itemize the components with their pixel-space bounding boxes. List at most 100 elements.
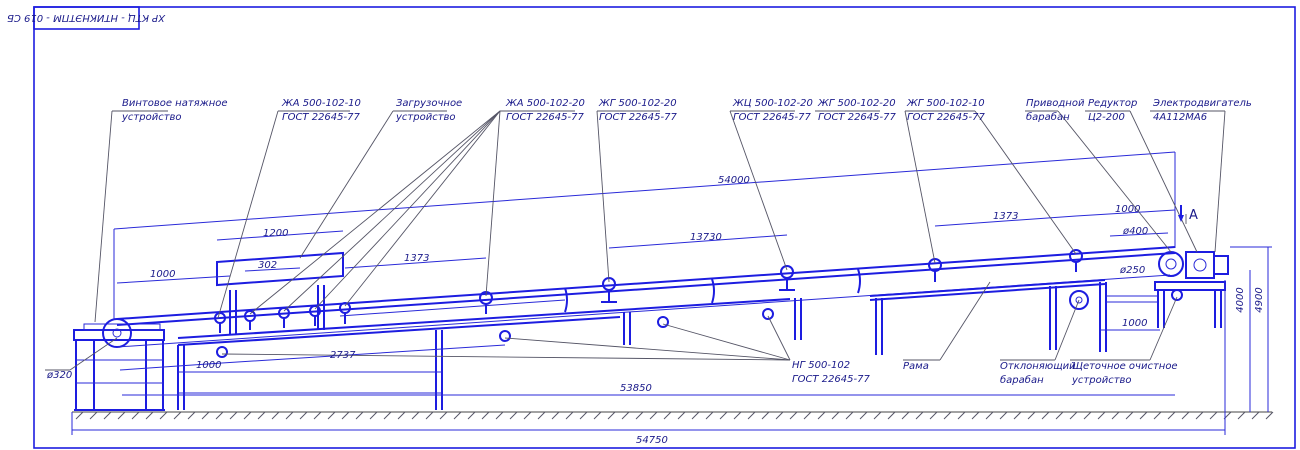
ground-hatch-line <box>439 411 448 420</box>
dim-4900: 4900 <box>1254 287 1265 312</box>
ground-hatch-line <box>369 411 378 420</box>
label-zhg10-2: ГОСТ 22645-77 <box>907 112 985 123</box>
ground-hatch-line <box>257 411 266 420</box>
ground-hatch-line <box>103 411 112 420</box>
dim-1000-a: 1000 <box>150 269 175 280</box>
ground-hatch-line <box>481 411 490 420</box>
ground-hatch-line <box>887 411 896 420</box>
label-zhg20a-1: ЖГ 500-102-20 <box>598 98 677 109</box>
label-ng-2: ГОСТ 22645-77 <box>792 374 870 385</box>
ground-hatch-line <box>1083 411 1092 420</box>
ground-hatch-line <box>1181 411 1190 420</box>
ground-hatch-line <box>299 411 308 420</box>
ground-hatch-line <box>635 411 644 420</box>
ground-hatch-line <box>943 411 952 420</box>
label-reducer-1: Редуктор <box>1088 98 1137 109</box>
label-brush-1: Щеточное очистное <box>1072 361 1178 372</box>
label-loading-2: устройство <box>395 112 456 123</box>
label-reducer-2: Ц2-200 <box>1088 112 1125 123</box>
ground-hatch-line <box>579 411 588 420</box>
ground-hatch-line <box>705 411 714 420</box>
ground-hatch-line <box>243 411 252 420</box>
ground-hatch-line <box>313 411 322 420</box>
ground-hatch-line <box>1055 411 1064 420</box>
ground-hatch-line <box>1195 411 1204 420</box>
ground-hatch-line <box>985 411 994 420</box>
ground-hatch-line <box>1125 411 1134 420</box>
ground-hatch-line <box>117 411 126 420</box>
callout-labels: Винтовое натяжное устройство ЖА 500-102-… <box>121 98 1252 386</box>
dim-d320: ø320 <box>46 370 72 381</box>
ground-hatch-line <box>873 411 882 420</box>
ground-hatch-line <box>145 411 154 420</box>
ground-hatch-line <box>1251 411 1260 420</box>
ground-hatch-line <box>1209 411 1218 420</box>
ground-hatch-line <box>215 411 224 420</box>
dim-1000-c: 1000 <box>1122 318 1147 329</box>
ground-hatch-line <box>1027 411 1036 420</box>
ground-hatch-line <box>761 411 770 420</box>
ground-hatch-line <box>75 411 84 420</box>
ground-hatch-line <box>831 411 840 420</box>
ground-hatch-line <box>495 411 504 420</box>
label-drive-drum-1: Приводной <box>1026 98 1085 109</box>
ground-hatch-line <box>453 411 462 420</box>
ground-hatch-line <box>201 411 210 420</box>
ground-hatch-line <box>677 411 686 420</box>
ground-hatch-line <box>607 411 616 420</box>
dim-d250: ø250 <box>1119 265 1145 276</box>
ground-hatch-line <box>803 411 812 420</box>
ground-hatch-line <box>355 411 364 420</box>
ground-hatch-line <box>1153 411 1162 420</box>
ground-hatch-line <box>999 411 1008 420</box>
ground-hatch-line <box>957 411 966 420</box>
ground-hatch-line <box>789 411 798 420</box>
label-zhts20-2: ГОСТ 22645-77 <box>733 112 811 123</box>
dimension-lines <box>71 151 1272 435</box>
dim-13730: 13730 <box>690 232 722 243</box>
ground-hatch-line <box>1265 411 1274 420</box>
ground-hatch-line <box>1013 411 1022 420</box>
dimension-values: 54000 1000 1200 302 1373 13730 1373 1000… <box>46 175 1265 446</box>
label-loading-1: Загрузочное <box>396 98 462 109</box>
ground-hatch-line <box>901 411 910 420</box>
label-zhg10-1: ЖГ 500-102-10 <box>906 98 985 109</box>
ground-hatch-line <box>397 411 406 420</box>
ground-hatch-line <box>285 411 294 420</box>
ground-hatch-line <box>1069 411 1078 420</box>
ground-hatch-line <box>537 411 546 420</box>
ground-hatch-line <box>817 411 826 420</box>
label-zha10-1: ЖА 500-102-10 <box>281 98 361 109</box>
conveyor-belt <box>116 246 1176 348</box>
dim-302: 302 <box>258 260 277 271</box>
label-drive-drum-2: барабан <box>1026 111 1070 123</box>
main-frame <box>177 279 1107 410</box>
label-deflect-2: барабан <box>1000 374 1044 386</box>
label-zha20-2: ГОСТ 22645-77 <box>506 112 584 123</box>
ground-hatch-line <box>733 411 742 420</box>
ground-hatch-line <box>663 411 672 420</box>
idler-rollers <box>214 249 1083 358</box>
ground-hatch-line <box>565 411 574 420</box>
ground-hatch-line <box>383 411 392 420</box>
ground-hatch-line <box>229 411 238 420</box>
ground-hatch-line <box>1237 411 1246 420</box>
dim-54000: 54000 <box>718 175 750 186</box>
label-ng-1: НГ 500-102 <box>792 360 850 371</box>
view-marker: А <box>1178 205 1198 223</box>
label-tensioner-1: Винтовое натяжное <box>122 98 228 109</box>
ground-hatch-line <box>747 411 756 420</box>
dim-1200: 1200 <box>263 228 288 239</box>
dim-2737: 2737 <box>330 350 356 361</box>
ground-hatch-line <box>719 411 728 420</box>
drive-station <box>1069 251 1229 328</box>
leader-lines <box>45 110 1226 371</box>
label-zhts20-1: ЖЦ 500-102-20 <box>732 98 813 109</box>
label-zha10-2: ГОСТ 22645-77 <box>282 112 360 123</box>
ground-hatch-line <box>131 411 140 420</box>
ground-hatch-line <box>915 411 924 420</box>
dim-1373-a: 1373 <box>404 253 429 264</box>
label-brush-2: устройство <box>1071 375 1132 386</box>
ground-hatch-line <box>341 411 350 420</box>
